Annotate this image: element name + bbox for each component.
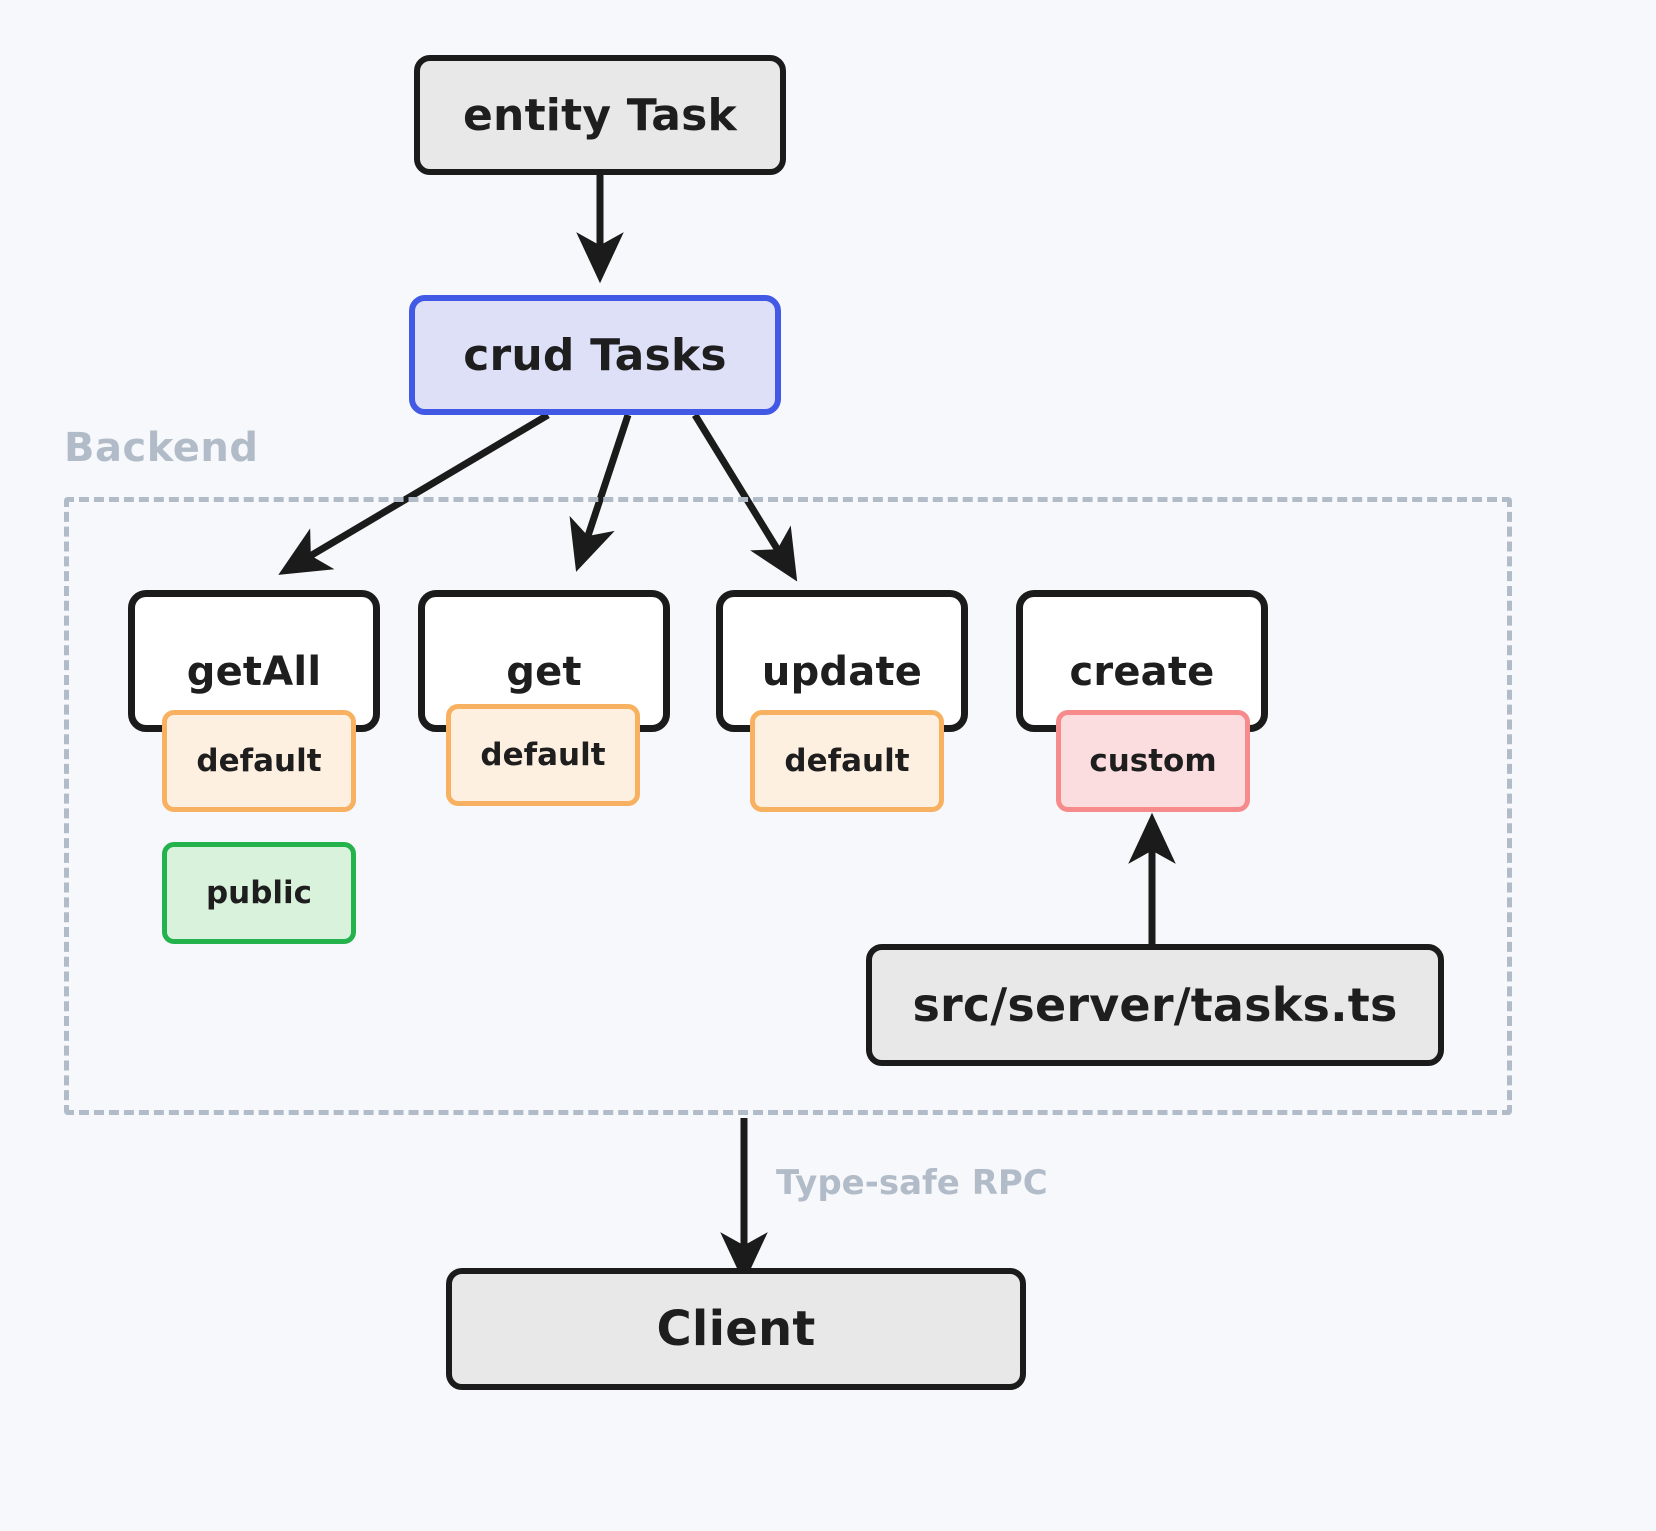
edge-label-type-safe-rpc: Type-safe RPC	[776, 1163, 1048, 1203]
badge-create-custom[interactable]: custom	[1056, 710, 1250, 812]
node-method-create[interactable]: create	[1016, 590, 1268, 732]
backend-group-boundary	[64, 497, 1512, 1115]
node-source-file[interactable]: src/server/tasks.ts	[866, 944, 1444, 1066]
node-client[interactable]: Client	[446, 1268, 1026, 1390]
badge-get-default[interactable]: default	[446, 704, 640, 806]
backend-group-label: Backend	[64, 425, 259, 471]
badge-getall-public[interactable]: public	[162, 842, 356, 944]
node-method-update[interactable]: update	[716, 590, 968, 732]
badge-update-default[interactable]: default	[750, 710, 944, 812]
node-crud-tasks[interactable]: crud Tasks	[409, 295, 781, 415]
badge-getall-default[interactable]: default	[162, 710, 356, 812]
node-entity-task[interactable]: entity Task	[414, 55, 786, 175]
